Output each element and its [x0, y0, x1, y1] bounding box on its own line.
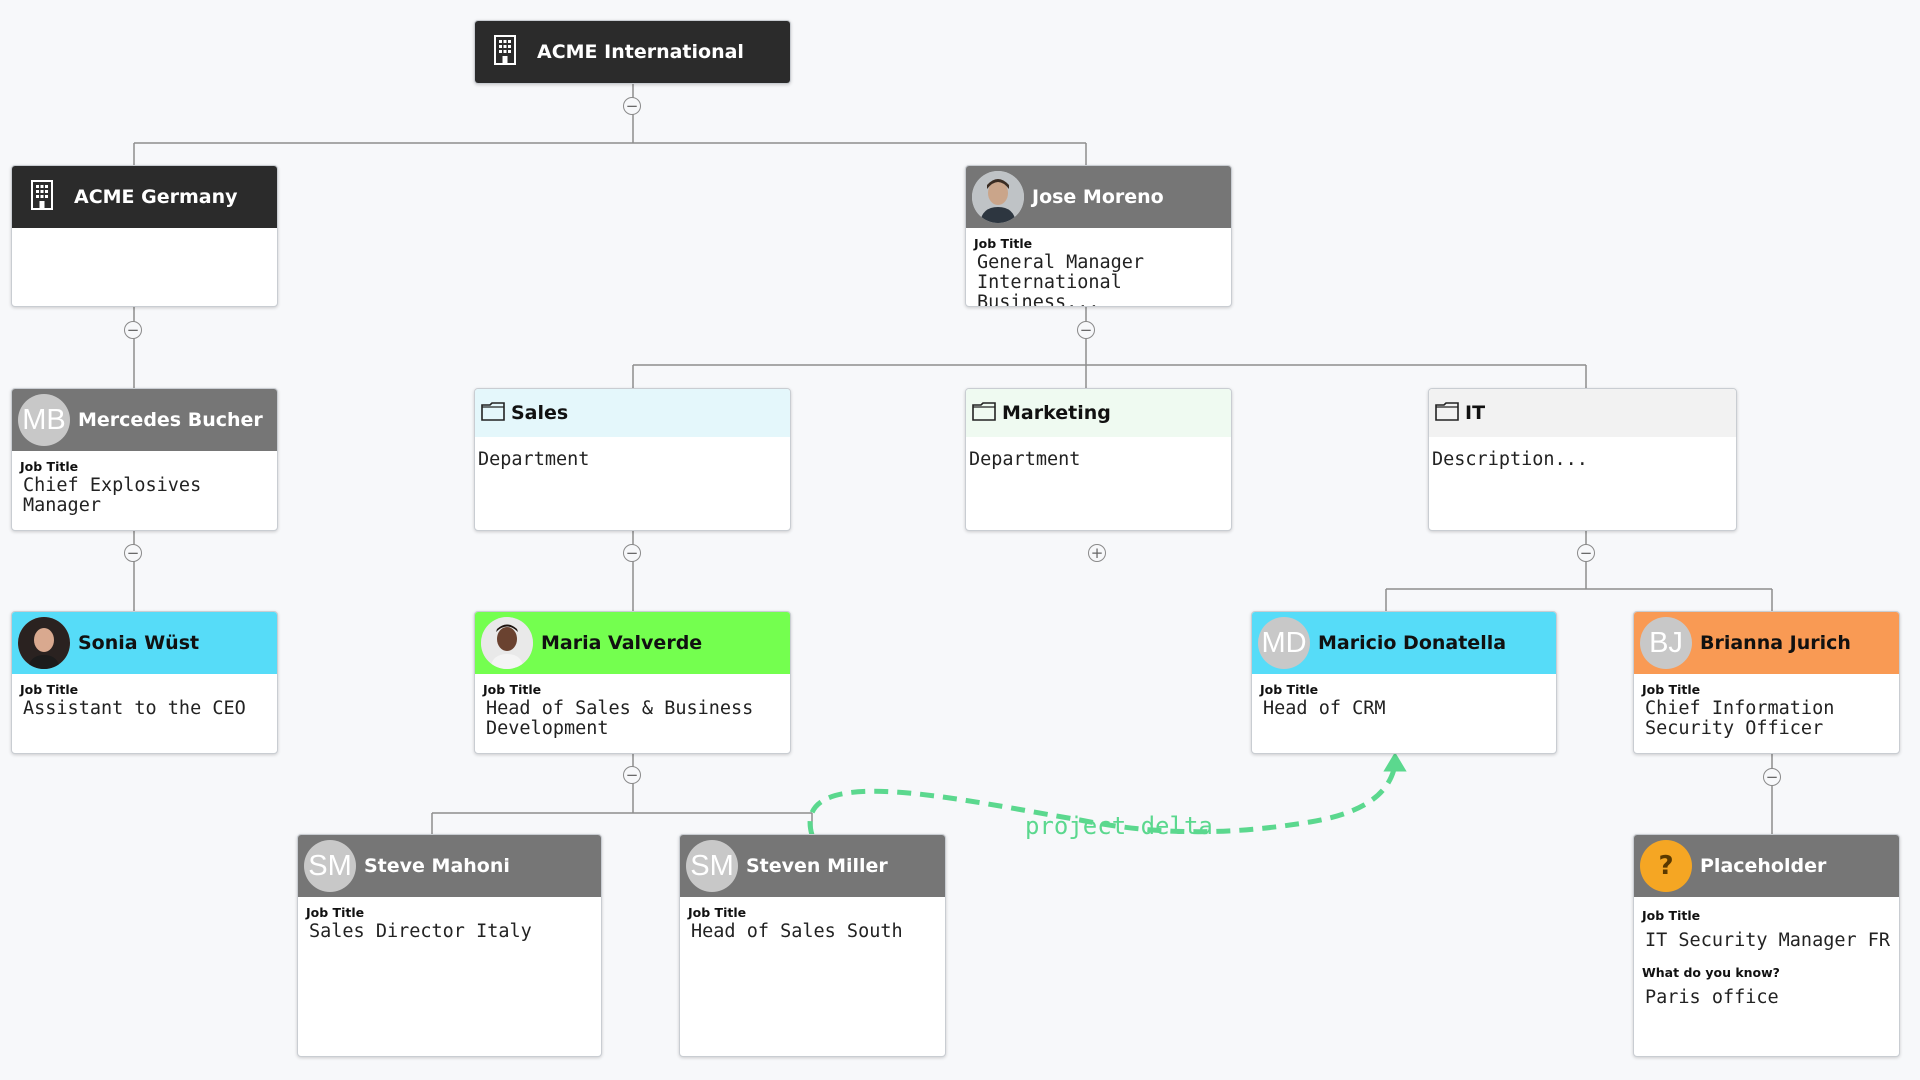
- job-title-value: Assistant to the CEO: [23, 698, 246, 719]
- folder-icon: [972, 401, 996, 426]
- node-title: Brianna Jurich: [1700, 632, 1851, 654]
- avatar: [481, 617, 533, 669]
- connector-maria-children: [431, 753, 813, 835]
- avatar: BJ: [1640, 617, 1692, 669]
- job-title-value: General Manager International Business..…: [977, 252, 1145, 307]
- node-header: Maria Valverde: [475, 612, 790, 674]
- field-label: Job Title: [974, 236, 1033, 251]
- node-acme-germany[interactable]: ACME Germany: [11, 165, 278, 307]
- avatar: SM: [304, 840, 356, 892]
- job-title-value: Chief Explosives Manager: [23, 475, 202, 516]
- field-label: Job Title: [306, 905, 365, 920]
- connector-root-children: [133, 84, 1087, 166]
- node-header: BJ Brianna Jurich: [1634, 612, 1899, 674]
- node-marketing[interactable]: Marketing Department: [965, 388, 1232, 531]
- node-brianna-jurich[interactable]: BJ Brianna Jurich Job Title Chief Inform…: [1633, 611, 1900, 754]
- node-maria-valverde[interactable]: Maria Valverde Job Title Head of Sales &…: [474, 611, 791, 754]
- department-description: Department: [478, 449, 590, 470]
- node-title: Sonia Wüst: [78, 632, 200, 654]
- expand-toggle-marketing[interactable]: +: [1088, 544, 1106, 562]
- department-description: Department: [969, 449, 1081, 470]
- node-placeholder[interactable]: ? Placeholder Job Title IT Security Mana…: [1633, 834, 1900, 1057]
- field-value: Paris office: [1645, 987, 1779, 1008]
- avatar: [972, 171, 1024, 223]
- node-steven-miller[interactable]: SM Steven Miller Job Title Head of Sales…: [679, 834, 946, 1057]
- building-icon: [30, 179, 54, 215]
- job-title-value: IT Security Manager FR: [1645, 930, 1891, 951]
- avatar: [18, 617, 70, 669]
- node-acme-international[interactable]: ACME International: [474, 20, 791, 84]
- node-title: Steve Mahoni: [364, 855, 510, 877]
- field-label: Job Title: [1642, 682, 1701, 697]
- node-jose-moreno[interactable]: Jose Moreno Job Title General Manager In…: [965, 165, 1232, 307]
- avatar: MB: [18, 394, 70, 446]
- node-title: Sales: [511, 402, 569, 424]
- node-title: Placeholder: [1700, 855, 1827, 877]
- node-maricio-donatella[interactable]: MD Maricio Donatella Job Title Head of C…: [1251, 611, 1557, 754]
- node-header: Marketing: [966, 389, 1231, 437]
- job-title-value: Head of CRM: [1263, 698, 1386, 719]
- node-header: ACME International: [475, 21, 790, 83]
- folder-icon: [481, 401, 505, 426]
- collapse-toggle-germany[interactable]: −: [124, 321, 142, 339]
- job-title-value: Chief Information Security Officer: [1645, 698, 1835, 739]
- department-description: Description...: [1432, 449, 1588, 470]
- node-title: Jose Moreno: [1032, 186, 1164, 208]
- collapse-toggle-jose[interactable]: −: [1077, 321, 1095, 339]
- relationship-arrow: [807, 752, 1407, 836]
- job-title-value: Sales Director Italy: [309, 921, 532, 942]
- node-sonia-wust[interactable]: Sonia Wüst Job Title Assistant to the CE…: [11, 611, 278, 754]
- node-header: ? Placeholder: [1634, 835, 1899, 897]
- field-label: Job Title: [688, 905, 747, 920]
- node-header: SM Steve Mahoni: [298, 835, 601, 897]
- question-mark-icon: ?: [1640, 840, 1692, 892]
- node-mercedes-bucher[interactable]: MB Mercedes Bucher Job Title Chief Explo…: [11, 388, 278, 531]
- collapse-toggle-it[interactable]: −: [1577, 544, 1595, 562]
- field-label: What do you know?: [1642, 965, 1780, 980]
- node-it[interactable]: IT Description...: [1428, 388, 1737, 531]
- collapse-toggle-brianna[interactable]: −: [1763, 768, 1781, 786]
- building-icon: [493, 34, 517, 70]
- field-label: Job Title: [1642, 908, 1701, 923]
- node-title: ACME Germany: [74, 186, 238, 208]
- field-label: Job Title: [20, 682, 79, 697]
- collapse-toggle-mercedes[interactable]: −: [124, 544, 142, 562]
- field-label: Job Title: [1260, 682, 1319, 697]
- collapse-toggle-sales[interactable]: −: [623, 544, 641, 562]
- node-header: IT: [1429, 389, 1736, 437]
- collapse-toggle-root[interactable]: −: [623, 97, 641, 115]
- connector-jose-departments: [632, 306, 1587, 389]
- node-header: Jose Moreno: [966, 166, 1231, 228]
- node-sales[interactable]: Sales Department: [474, 388, 791, 531]
- avatar: MD: [1258, 617, 1310, 669]
- node-title: Maricio Donatella: [1318, 632, 1507, 654]
- job-title-value: Head of Sales & Business Development: [486, 698, 754, 739]
- node-title: IT: [1465, 402, 1486, 424]
- node-title: Steven Miller: [746, 855, 888, 877]
- node-title: Maria Valverde: [541, 632, 703, 654]
- node-title: Mercedes Bucher: [78, 409, 263, 431]
- folder-icon: [1435, 401, 1459, 426]
- collapse-toggle-maria[interactable]: −: [623, 766, 641, 784]
- node-header: ACME Germany: [12, 166, 277, 228]
- node-title: Marketing: [1002, 402, 1111, 424]
- field-label: Job Title: [483, 682, 542, 697]
- node-header: MB Mercedes Bucher: [12, 389, 277, 451]
- node-header: SM Steven Miller: [680, 835, 945, 897]
- node-title: ACME International: [537, 41, 744, 63]
- connector-it-children: [1385, 530, 1773, 612]
- node-header: Sales: [475, 389, 790, 437]
- node-steve-mahoni[interactable]: SM Steve Mahoni Job Title Sales Director…: [297, 834, 602, 1057]
- node-header: MD Maricio Donatella: [1252, 612, 1556, 674]
- field-label: Job Title: [20, 459, 79, 474]
- node-header: Sonia Wüst: [12, 612, 277, 674]
- avatar: SM: [686, 840, 738, 892]
- relationship-label[interactable]: project delta: [1025, 812, 1213, 840]
- job-title-value: Head of Sales South: [691, 921, 903, 942]
